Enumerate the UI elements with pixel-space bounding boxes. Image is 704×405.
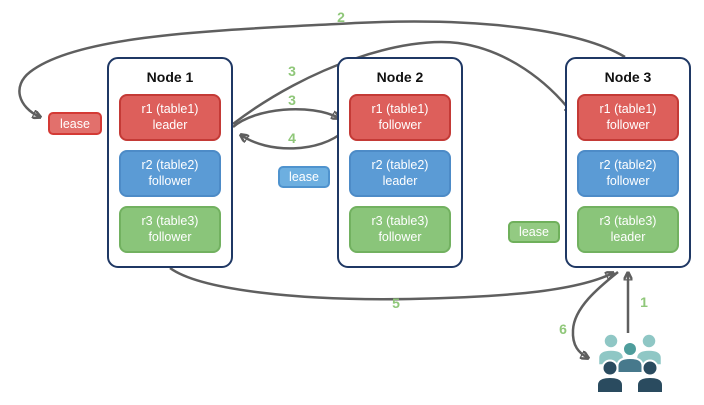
replica-role: follower [148, 173, 192, 188]
replica-role: follower [378, 117, 422, 132]
replica-name: r2 (table2) [599, 157, 657, 172]
lease-badge-r3: lease [508, 221, 560, 243]
step-label-4: 4 [288, 130, 296, 146]
node-3-title: Node 3 [604, 69, 652, 85]
replica-name: r3 (table3) [141, 213, 199, 228]
step-label-1: 1 [640, 294, 648, 310]
node-2-title: Node 2 [376, 69, 424, 85]
replica-role: leader [610, 229, 646, 244]
node-1-replica-r2: r2 (table2) follower [119, 150, 221, 197]
node-3: Node 3 r1 (table1) follower r2 (table2) … [565, 57, 691, 268]
node-2-replica-r2: r2 (table2) leader [349, 150, 451, 197]
replica-name: r1 (table1) [599, 101, 657, 116]
node-1-replica-r3: r3 (table3) follower [119, 206, 221, 253]
replica-name: r3 (table3) [599, 213, 657, 228]
replica-role: follower [606, 117, 650, 132]
step-label-2: 2 [337, 9, 345, 25]
lease-badge-r2: lease [278, 166, 330, 188]
replica-role: follower [378, 229, 422, 244]
node-2-replica-r3: r3 (table3) follower [349, 206, 451, 253]
step-label-3a: 3 [288, 63, 296, 79]
node-1-title: Node 1 [146, 69, 194, 85]
replica-role: follower [148, 229, 192, 244]
users-icon [596, 333, 664, 394]
node-2-replica-r1: r1 (table1) follower [349, 94, 451, 141]
node-3-replica-r3: r3 (table3) leader [577, 206, 679, 253]
replica-name: r3 (table3) [371, 213, 429, 228]
step-label-5: 5 [392, 295, 400, 311]
node-1-replica-r1: r1 (table1) leader [119, 94, 221, 141]
replica-name: r1 (table1) [141, 101, 199, 116]
node-2: Node 2 r1 (table1) follower r2 (table2) … [337, 57, 463, 268]
replica-role: leader [152, 117, 188, 132]
replica-role: leader [382, 173, 418, 188]
replica-role: follower [606, 173, 650, 188]
node-3-replica-r2: r2 (table2) follower [577, 150, 679, 197]
step-label-3b: 3 [288, 92, 296, 108]
replica-name: r1 (table1) [371, 101, 429, 116]
lease-badge-r1: lease [48, 112, 102, 135]
node-3-replica-r1: r1 (table1) follower [577, 94, 679, 141]
step-label-6: 6 [559, 321, 567, 337]
arrow-step-3-node1-to-node2 [232, 108, 339, 128]
node-1: Node 1 r1 (table1) leader r2 (table2) fo… [107, 57, 233, 268]
replica-name: r2 (table2) [371, 157, 429, 172]
replica-name: r2 (table2) [141, 157, 199, 172]
